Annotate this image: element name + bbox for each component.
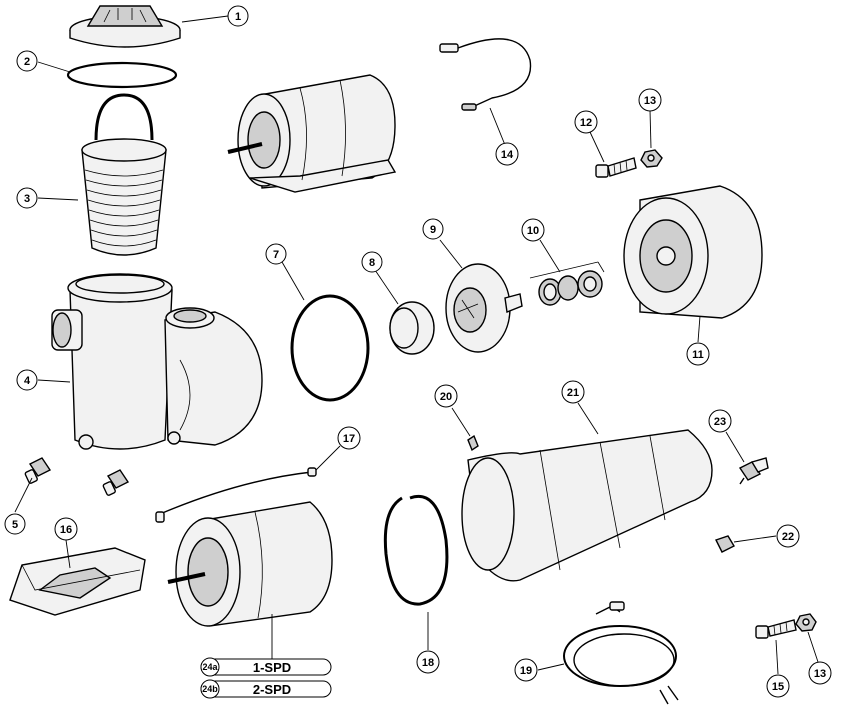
callout-label: 21 bbox=[567, 387, 579, 399]
callout-11: 11 bbox=[686, 342, 710, 366]
motor-option-label: 2-SPD bbox=[253, 682, 291, 697]
mounting-base bbox=[9, 547, 146, 616]
callout-label: 9 bbox=[430, 224, 436, 236]
callout-label: 22 bbox=[782, 531, 794, 543]
callout-label: 18 bbox=[422, 657, 434, 669]
callout-label: 16 bbox=[60, 524, 72, 536]
drain-plugs bbox=[24, 457, 130, 496]
strainer-basket bbox=[81, 93, 167, 256]
callout-label: 5 bbox=[12, 519, 18, 531]
mechanical-seal bbox=[529, 261, 605, 306]
callout-label: 15 bbox=[772, 681, 784, 693]
power-cord bbox=[439, 38, 532, 111]
callout-label: 14 bbox=[501, 149, 514, 161]
wire-connector bbox=[738, 457, 769, 485]
grommet bbox=[715, 535, 735, 553]
callout-label: 1 bbox=[235, 11, 241, 23]
callout-22: 22 bbox=[776, 524, 800, 548]
callout-label: 2 bbox=[24, 56, 30, 68]
ground-wire bbox=[155, 467, 317, 523]
callout-label: 13 bbox=[814, 668, 826, 680]
callout-label: 13 bbox=[644, 95, 656, 107]
impeller bbox=[445, 263, 523, 353]
callout-16: 16 bbox=[54, 517, 78, 541]
callout-label: 10 bbox=[527, 225, 539, 237]
callout-13-top: 13 bbox=[638, 88, 662, 112]
bolt-lower bbox=[755, 619, 797, 639]
callout-label: 8 bbox=[369, 257, 375, 269]
callout-19: 19 bbox=[514, 658, 538, 682]
motor-option-24a: 24a 1-SPD bbox=[200, 657, 332, 677]
callout-12: 12 bbox=[574, 110, 598, 134]
motor-option-24b: 24b 2-SPD bbox=[200, 679, 332, 699]
callout-5: 5 bbox=[4, 513, 26, 535]
callout-10: 10 bbox=[521, 218, 545, 242]
callout-7: 7 bbox=[265, 243, 287, 265]
callout-label: 7 bbox=[273, 249, 279, 261]
small-screw bbox=[467, 434, 479, 452]
callout-9: 9 bbox=[422, 218, 444, 240]
callout-4: 4 bbox=[16, 369, 38, 391]
motor-option-id: 24b bbox=[202, 684, 218, 694]
nut-top bbox=[640, 149, 663, 168]
callout-label: 23 bbox=[714, 416, 726, 428]
lower-motor bbox=[167, 501, 333, 627]
lid-o-ring bbox=[66, 61, 178, 89]
callout-15: 15 bbox=[766, 674, 790, 698]
pump-housing bbox=[51, 273, 263, 450]
callout-21: 21 bbox=[561, 380, 585, 404]
retaining-ring bbox=[383, 495, 449, 606]
callout-17: 17 bbox=[337, 426, 361, 450]
callout-2: 2 bbox=[16, 50, 38, 72]
gasket-o-ring bbox=[290, 294, 370, 402]
cable bbox=[563, 601, 679, 705]
callout-label: 19 bbox=[520, 665, 532, 677]
upper-motor bbox=[227, 74, 397, 193]
callout-14: 14 bbox=[495, 142, 519, 166]
callout-13-bottom: 13 bbox=[808, 661, 832, 685]
bolt bbox=[595, 157, 637, 178]
strainer-lid bbox=[69, 5, 181, 48]
callout-label: 17 bbox=[343, 433, 355, 445]
motor-option-label: 1-SPD bbox=[253, 660, 291, 675]
callout-label: 11 bbox=[692, 349, 704, 361]
motor-option-id: 24a bbox=[202, 662, 218, 672]
seal-plate bbox=[623, 185, 763, 319]
callout-label: 20 bbox=[440, 391, 452, 403]
callout-3: 3 bbox=[16, 187, 38, 209]
callout-18: 18 bbox=[416, 650, 440, 674]
wear-ring bbox=[389, 301, 435, 355]
callout-8: 8 bbox=[361, 251, 383, 273]
callout-23: 23 bbox=[708, 409, 732, 433]
callout-20: 20 bbox=[434, 384, 458, 408]
motor-cover bbox=[461, 429, 713, 582]
callout-label: 12 bbox=[580, 117, 592, 129]
callout-1: 1 bbox=[227, 5, 249, 27]
nut-bottom bbox=[795, 613, 817, 632]
callout-label: 4 bbox=[24, 375, 31, 387]
callout-label: 3 bbox=[24, 193, 30, 205]
